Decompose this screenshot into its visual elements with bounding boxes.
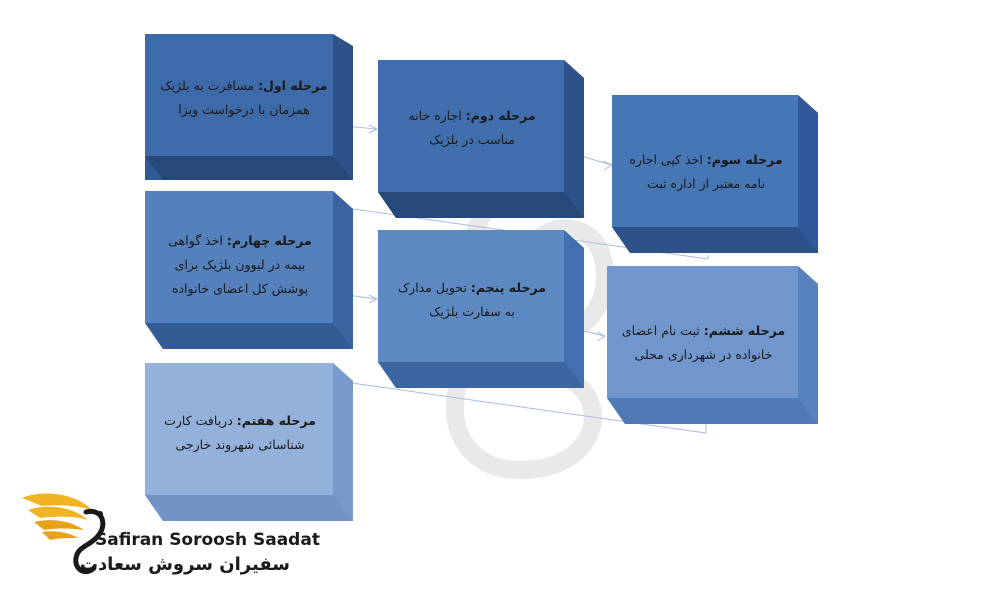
step-2-label: مرحله دوم: اجاره خانه مناسب در بلژیک bbox=[408, 108, 536, 147]
step-5-face bbox=[378, 230, 584, 388]
step-4-face bbox=[145, 191, 353, 349]
logo-name-en: Safiran Soroosh Saadat bbox=[95, 530, 320, 550]
step-6-face bbox=[607, 266, 818, 424]
step-3-face bbox=[612, 95, 818, 253]
step-4-label: مرحله چهارم: اخذ گواهی بیمه در لیوون بلژ… bbox=[168, 233, 312, 296]
step-5-label: مرحله پنجم: تحویل مدارک به سفارت بلژیک bbox=[397, 280, 547, 319]
step-6-label: مرحله ششم: ثبت نام اعضای خانواده در شهرد… bbox=[621, 323, 786, 362]
step-6-box: مرحله ششم: ثبت نام اعضای خانواده در شهرد… bbox=[607, 266, 818, 424]
step-7-face bbox=[145, 363, 353, 521]
logo-name-fa: سفیران سروش سعادت bbox=[79, 554, 290, 575]
arrowhead-1-2 bbox=[368, 124, 379, 134]
step-1-face bbox=[145, 34, 353, 180]
step-1-label: مرحله اول: مسافرت به بلژیک همزمان با درخ… bbox=[160, 78, 328, 117]
step-7-box: مرحله هفتم: دریافت کارت شناسائی شهروند خ… bbox=[145, 363, 353, 521]
arrowhead-5-6 bbox=[596, 331, 607, 342]
step-5-box: مرحله پنجم: تحویل مدارک به سفارت بلژیک bbox=[378, 230, 584, 388]
step-2-face bbox=[378, 60, 584, 218]
step-7-label: مرحله هفتم: دریافت کارت شناسائی شهروند خ… bbox=[164, 413, 316, 452]
step-4-box: مرحله چهارم: اخذ گواهی بیمه در لیوون بلژ… bbox=[145, 191, 353, 349]
company-logo bbox=[22, 493, 106, 575]
step-3-label: مرحله سوم: اخذ کپی اجاره نامه معتبر از ا… bbox=[629, 152, 783, 191]
arrowhead-2-3 bbox=[602, 160, 614, 171]
step-3-box: مرحله سوم: اخذ کپی اجاره نامه معتبر از ا… bbox=[612, 95, 818, 253]
step-2-box: مرحله دوم: اجاره خانه مناسب در بلژیک bbox=[378, 60, 584, 218]
arrowhead-4-5 bbox=[368, 294, 379, 304]
step-1-box: مرحله اول: مسافرت به بلژیک همزمان با درخ… bbox=[145, 34, 353, 180]
wing-icon bbox=[22, 493, 106, 575]
